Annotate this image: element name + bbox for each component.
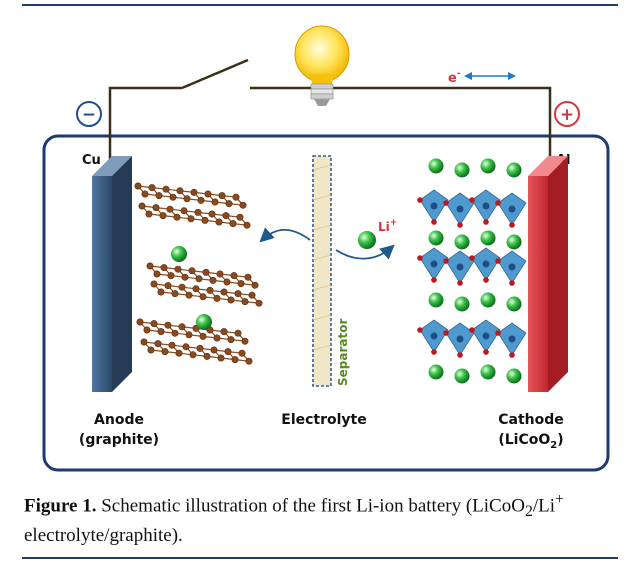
lithium-atom	[506, 162, 522, 178]
oxygen-atom	[457, 280, 463, 286]
cobalt-atom	[508, 263, 516, 271]
circuit-wire-right	[250, 86, 552, 160]
svg-text:+: +	[560, 105, 574, 125]
oxygen-atom	[483, 219, 489, 225]
oxygen-atom	[509, 222, 515, 228]
lithium-atom	[454, 234, 470, 250]
oxygen-atom	[469, 197, 475, 203]
oxygen-atom	[509, 280, 515, 286]
lithium-ion	[171, 246, 187, 262]
cobalt-atom	[430, 202, 438, 210]
lithium-atom	[480, 292, 496, 308]
oxygen-atom	[431, 277, 437, 283]
cobalt-atom	[508, 205, 516, 213]
battery-diagram: e- − + Cu Al Separator	[42, 25, 610, 472]
cobalt-atom	[482, 260, 490, 268]
lithium-atom	[506, 234, 522, 250]
cathode-material-label: (LiCoO2)	[498, 432, 563, 451]
cathode-plate	[528, 156, 568, 392]
cobalt-atom	[430, 260, 438, 268]
lithium-ion	[196, 314, 212, 330]
oxygen-atom	[495, 330, 501, 336]
figure-label: Figure 1.	[24, 495, 97, 517]
cathode-label: Cathode	[498, 412, 564, 428]
oxygen-atom	[431, 219, 437, 225]
minus-terminal-icon: −	[76, 101, 102, 127]
svg-text:−: −	[82, 105, 96, 125]
graphite-layers	[134, 182, 263, 365]
lithium-atom	[480, 158, 496, 174]
copper-label: Cu	[82, 153, 101, 168]
lithium-atom	[480, 364, 496, 380]
oxygen-atom	[443, 258, 449, 264]
cobalt-atom	[456, 263, 464, 271]
lithium-atom	[454, 368, 470, 384]
licoo2-structure	[417, 158, 527, 384]
cobalt-atom	[456, 205, 464, 213]
migrating-lithium-ion	[358, 231, 376, 249]
oxygen-atom	[469, 327, 475, 333]
oxygen-atom	[457, 222, 463, 228]
cobalt-atom	[482, 202, 490, 210]
electron-label: e-	[448, 69, 461, 86]
lithium-atom	[454, 296, 470, 312]
lithium-label: Li+	[378, 218, 397, 234]
cobalt-atom	[482, 332, 490, 340]
graphite-sheet	[138, 202, 251, 229]
electrolyte-label: Electrolyte	[281, 412, 366, 428]
lithium-atom	[506, 296, 522, 312]
graphite-sheet	[140, 338, 253, 365]
graphite-sheet	[150, 280, 263, 307]
oxygen-atom	[457, 352, 463, 358]
lithium-atom	[428, 364, 444, 380]
oxygen-atom	[469, 255, 475, 261]
figure-caption: Figure 1. Schematic illustration of the …	[24, 491, 564, 547]
oxygen-atom	[483, 349, 489, 355]
circuit-wire-left	[108, 86, 182, 160]
oxygen-atom	[431, 349, 437, 355]
oxygen-atom	[495, 258, 501, 264]
lithium-atom	[428, 158, 444, 174]
anode-label: Anode	[94, 412, 144, 428]
ion-flow-arrow-right	[335, 244, 395, 260]
cobalt-atom	[430, 332, 438, 340]
ion-flow-arrow-left	[259, 227, 311, 243]
lithium-atom	[428, 230, 444, 246]
oxygen-atom	[509, 352, 515, 358]
oxygen-atom	[417, 197, 423, 203]
bottom-rule	[22, 557, 618, 559]
oxygen-atom	[443, 200, 449, 206]
plus-terminal-icon: +	[554, 101, 580, 127]
light-bulb-icon	[294, 25, 350, 106]
lithium-atom	[480, 230, 496, 246]
graphite-sheet	[146, 262, 259, 289]
separator	[312, 155, 332, 387]
oxygen-atom	[495, 200, 501, 206]
switch-icon	[181, 58, 249, 90]
double-arrow-icon	[464, 72, 516, 80]
graphite-sheet	[134, 182, 247, 209]
cobalt-atom	[456, 335, 464, 343]
anode-plate	[92, 156, 132, 392]
oxygen-atom	[443, 330, 449, 336]
lithium-atom	[506, 368, 522, 384]
anode-material-label: (graphite)	[79, 432, 159, 448]
oxygen-atom	[417, 327, 423, 333]
oxygen-atom	[483, 277, 489, 283]
lithium-atom	[454, 162, 470, 178]
top-rule	[22, 4, 618, 6]
separator-label: Separator	[336, 319, 350, 386]
oxygen-atom	[417, 255, 423, 261]
cobalt-atom	[508, 335, 516, 343]
lithium-atom	[428, 292, 444, 308]
